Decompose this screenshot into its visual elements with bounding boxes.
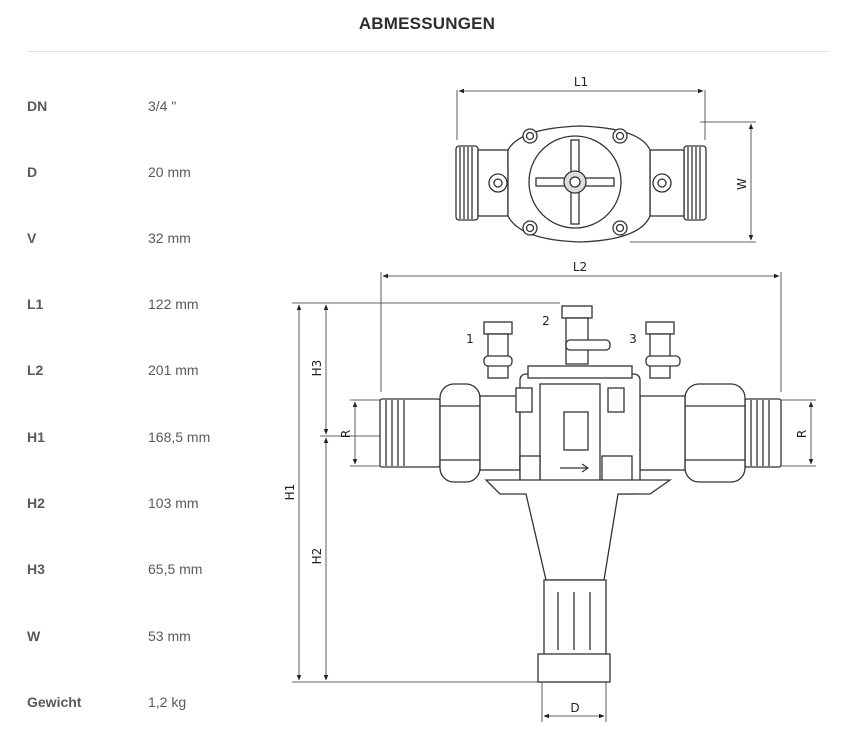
spec-label: D <box>27 164 38 180</box>
spec-value: 122 mm <box>148 296 199 312</box>
spec-value: 53 mm <box>148 628 191 644</box>
spec-label: V <box>27 230 37 246</box>
port-label-1: 1 <box>466 332 474 346</box>
title-divider <box>27 51 828 52</box>
spec-label: DN <box>27 98 48 114</box>
spec-row-gewicht: Gewicht 1,2 kg <box>27 692 267 712</box>
spec-label: L2 <box>27 362 44 378</box>
valve-front-view <box>292 272 816 722</box>
spec-label: H2 <box>27 495 45 511</box>
spec-value: 65,5 mm <box>148 561 203 577</box>
page-title: ABMESSUNGEN <box>358 14 496 33</box>
spec-row-l1: L1 122 mm <box>27 294 267 314</box>
spec-value: 3/4 " <box>148 98 177 114</box>
spec-row-h1: H1 168,5 mm <box>27 427 267 447</box>
spec-label: H3 <box>27 561 45 577</box>
spec-label: L1 <box>27 296 44 312</box>
valve-top-view <box>455 88 756 243</box>
spec-label: H1 <box>27 429 45 445</box>
dim-label-h3: H3 <box>310 360 324 377</box>
spec-row-v: V 32 mm <box>27 228 267 248</box>
dim-label-d: D <box>570 701 579 715</box>
dim-label-h1: H1 <box>283 484 297 501</box>
spec-value: 1,2 kg <box>148 694 187 710</box>
dim-label-r-left: R <box>339 430 353 438</box>
spec-row-h3: H3 65,5 mm <box>27 559 267 579</box>
spec-value: 168,5 mm <box>148 429 211 445</box>
spec-row-dn: DN 3/4 " <box>27 96 267 116</box>
spec-value: 103 mm <box>148 495 199 511</box>
spec-label: Gewicht <box>27 694 82 710</box>
spec-row-h2: H2 103 mm <box>27 493 267 513</box>
port-label-2: 2 <box>542 314 550 328</box>
spec-value: 32 mm <box>148 230 191 246</box>
dim-label-r-right: R <box>795 430 809 438</box>
dim-label-h2: H2 <box>310 548 324 565</box>
spec-label: W <box>27 628 41 644</box>
dim-label-l1: L1 <box>574 75 588 89</box>
spec-value: 201 mm <box>148 362 199 378</box>
spec-row-l2: L2 201 mm <box>27 360 267 380</box>
dim-label-w: W <box>735 178 749 190</box>
spec-value: 20 mm <box>148 164 191 180</box>
spec-row-w: W 53 mm <box>27 626 267 646</box>
dim-label-l2: L2 <box>573 260 587 274</box>
spec-row-d: D 20 mm <box>27 162 267 182</box>
port-label-3: 3 <box>629 332 637 346</box>
